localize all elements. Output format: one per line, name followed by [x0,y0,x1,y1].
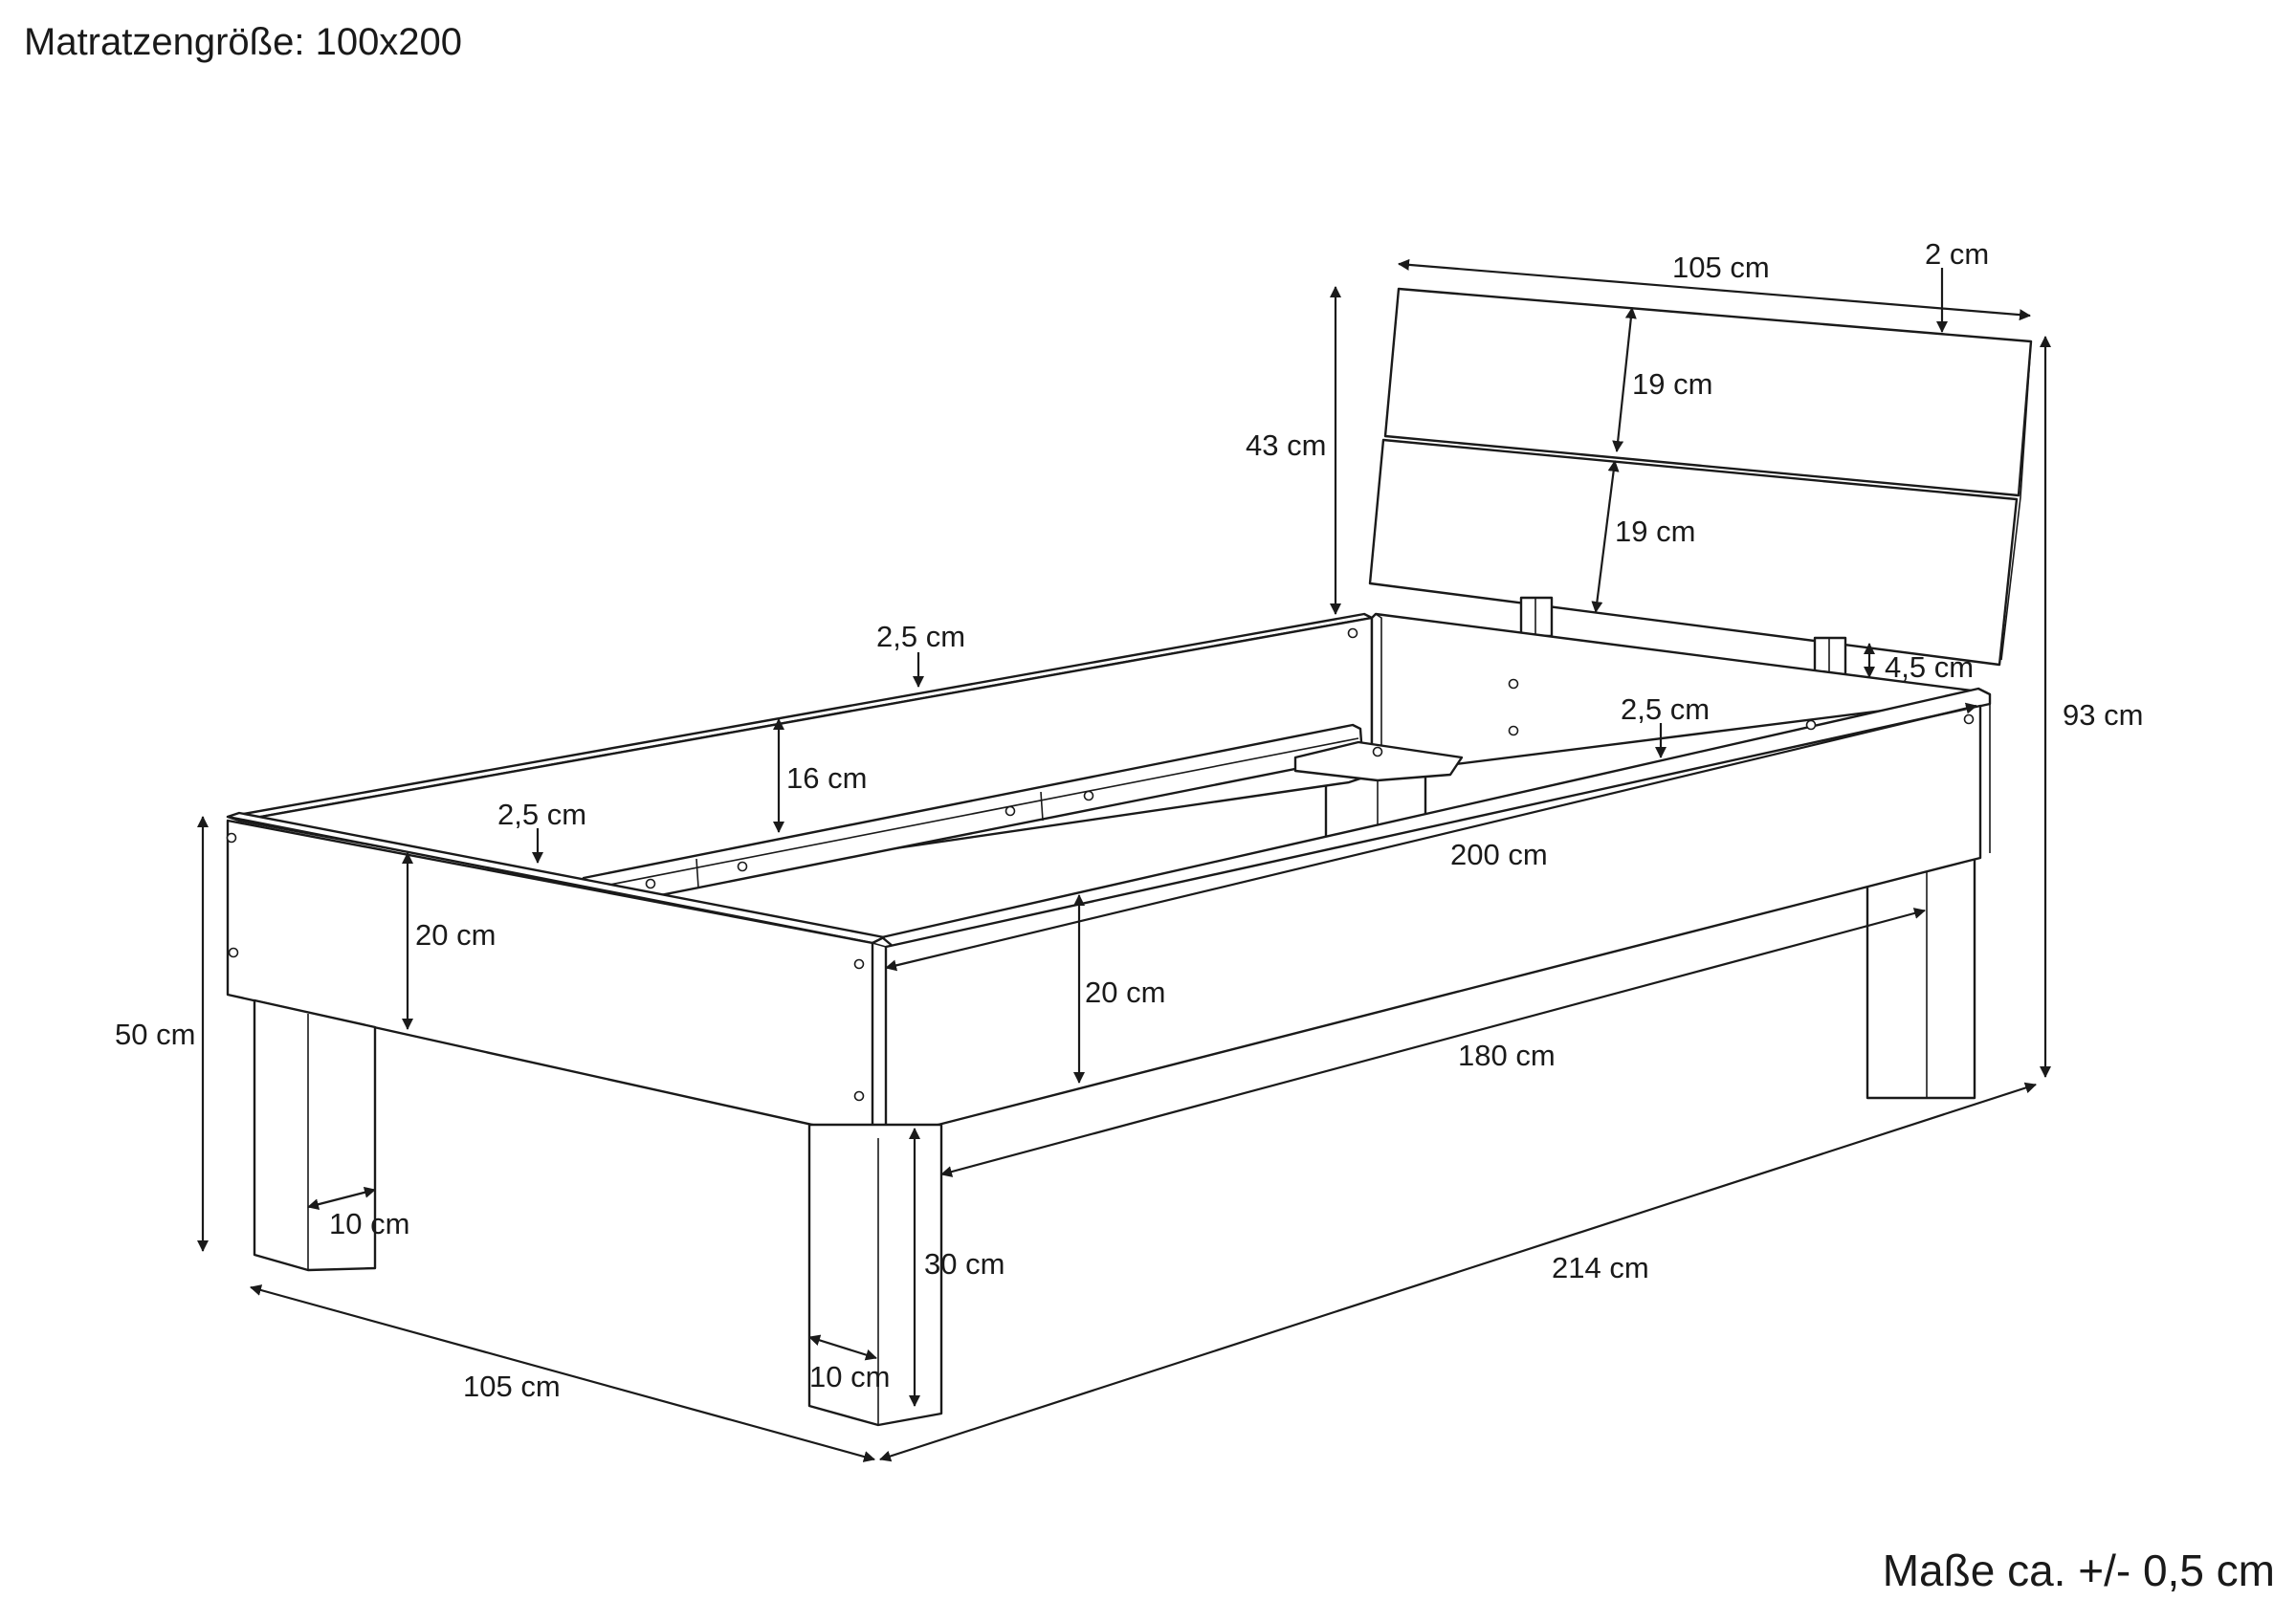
label-foot-rail-thickness: 2,5 cm [497,798,586,831]
label-total-height: 93 cm [2063,698,2143,732]
label-headboard-gap: 4,5 cm [1885,650,1974,684]
label-inner-length: 200 cm [1450,838,1548,871]
label-leg-left-width: 10 cm [329,1207,409,1240]
back-right-leg [1866,857,1976,1100]
label-side-rail-height: 20 cm [1085,976,1165,1009]
dim-total-width [250,1284,875,1462]
label-inner-rail-height: 16 cm [786,761,867,795]
tolerance-note: Maße ca. +/- 0,5 cm [1882,1546,2275,1595]
label-headboard-width: 105 cm [1672,251,1770,284]
dim-headboard-width [1398,258,2031,321]
label-total-width: 105 cm [463,1370,561,1403]
label-total-length: 214 cm [1552,1251,1649,1284]
mattress-size-title: Matratzengröße: 100x200 [24,21,463,63]
dim-headboard-bottom-board [1591,460,1620,613]
dim-total-length [879,1082,2037,1462]
bed-frame [226,287,2033,1427]
label-headboard-top-board: 19 cm [1632,367,1712,401]
label-headboard-bottom-board: 19 cm [1615,515,1695,548]
label-right-rail-thickness: 2,5 cm [1621,692,1710,726]
label-bed-height: 50 cm [115,1018,195,1051]
dimension-lines [197,258,2051,1462]
dim-headboard-top-board [1612,307,1637,452]
dimension-labels: 105 cm 2 cm 19 cm 19 cm 43 cm 4,5 cm 93 … [115,237,2143,1403]
label-foot-rail-height: 20 cm [415,918,496,952]
dim-leg-left-width [307,1186,376,1211]
label-leg-height: 30 cm [924,1247,1004,1281]
label-headboard-thickness: 2 cm [1925,237,1989,271]
headboard-bottom-board [1368,438,2019,667]
headboard-top-board [1383,287,2033,497]
label-leg-front-width: 10 cm [809,1360,890,1393]
label-headboard-height: 43 cm [1246,428,1326,462]
label-leg-distance: 180 cm [1458,1039,1556,1072]
headboard [1368,287,2033,678]
label-back-rail-thickness: 2,5 cm [876,620,965,653]
